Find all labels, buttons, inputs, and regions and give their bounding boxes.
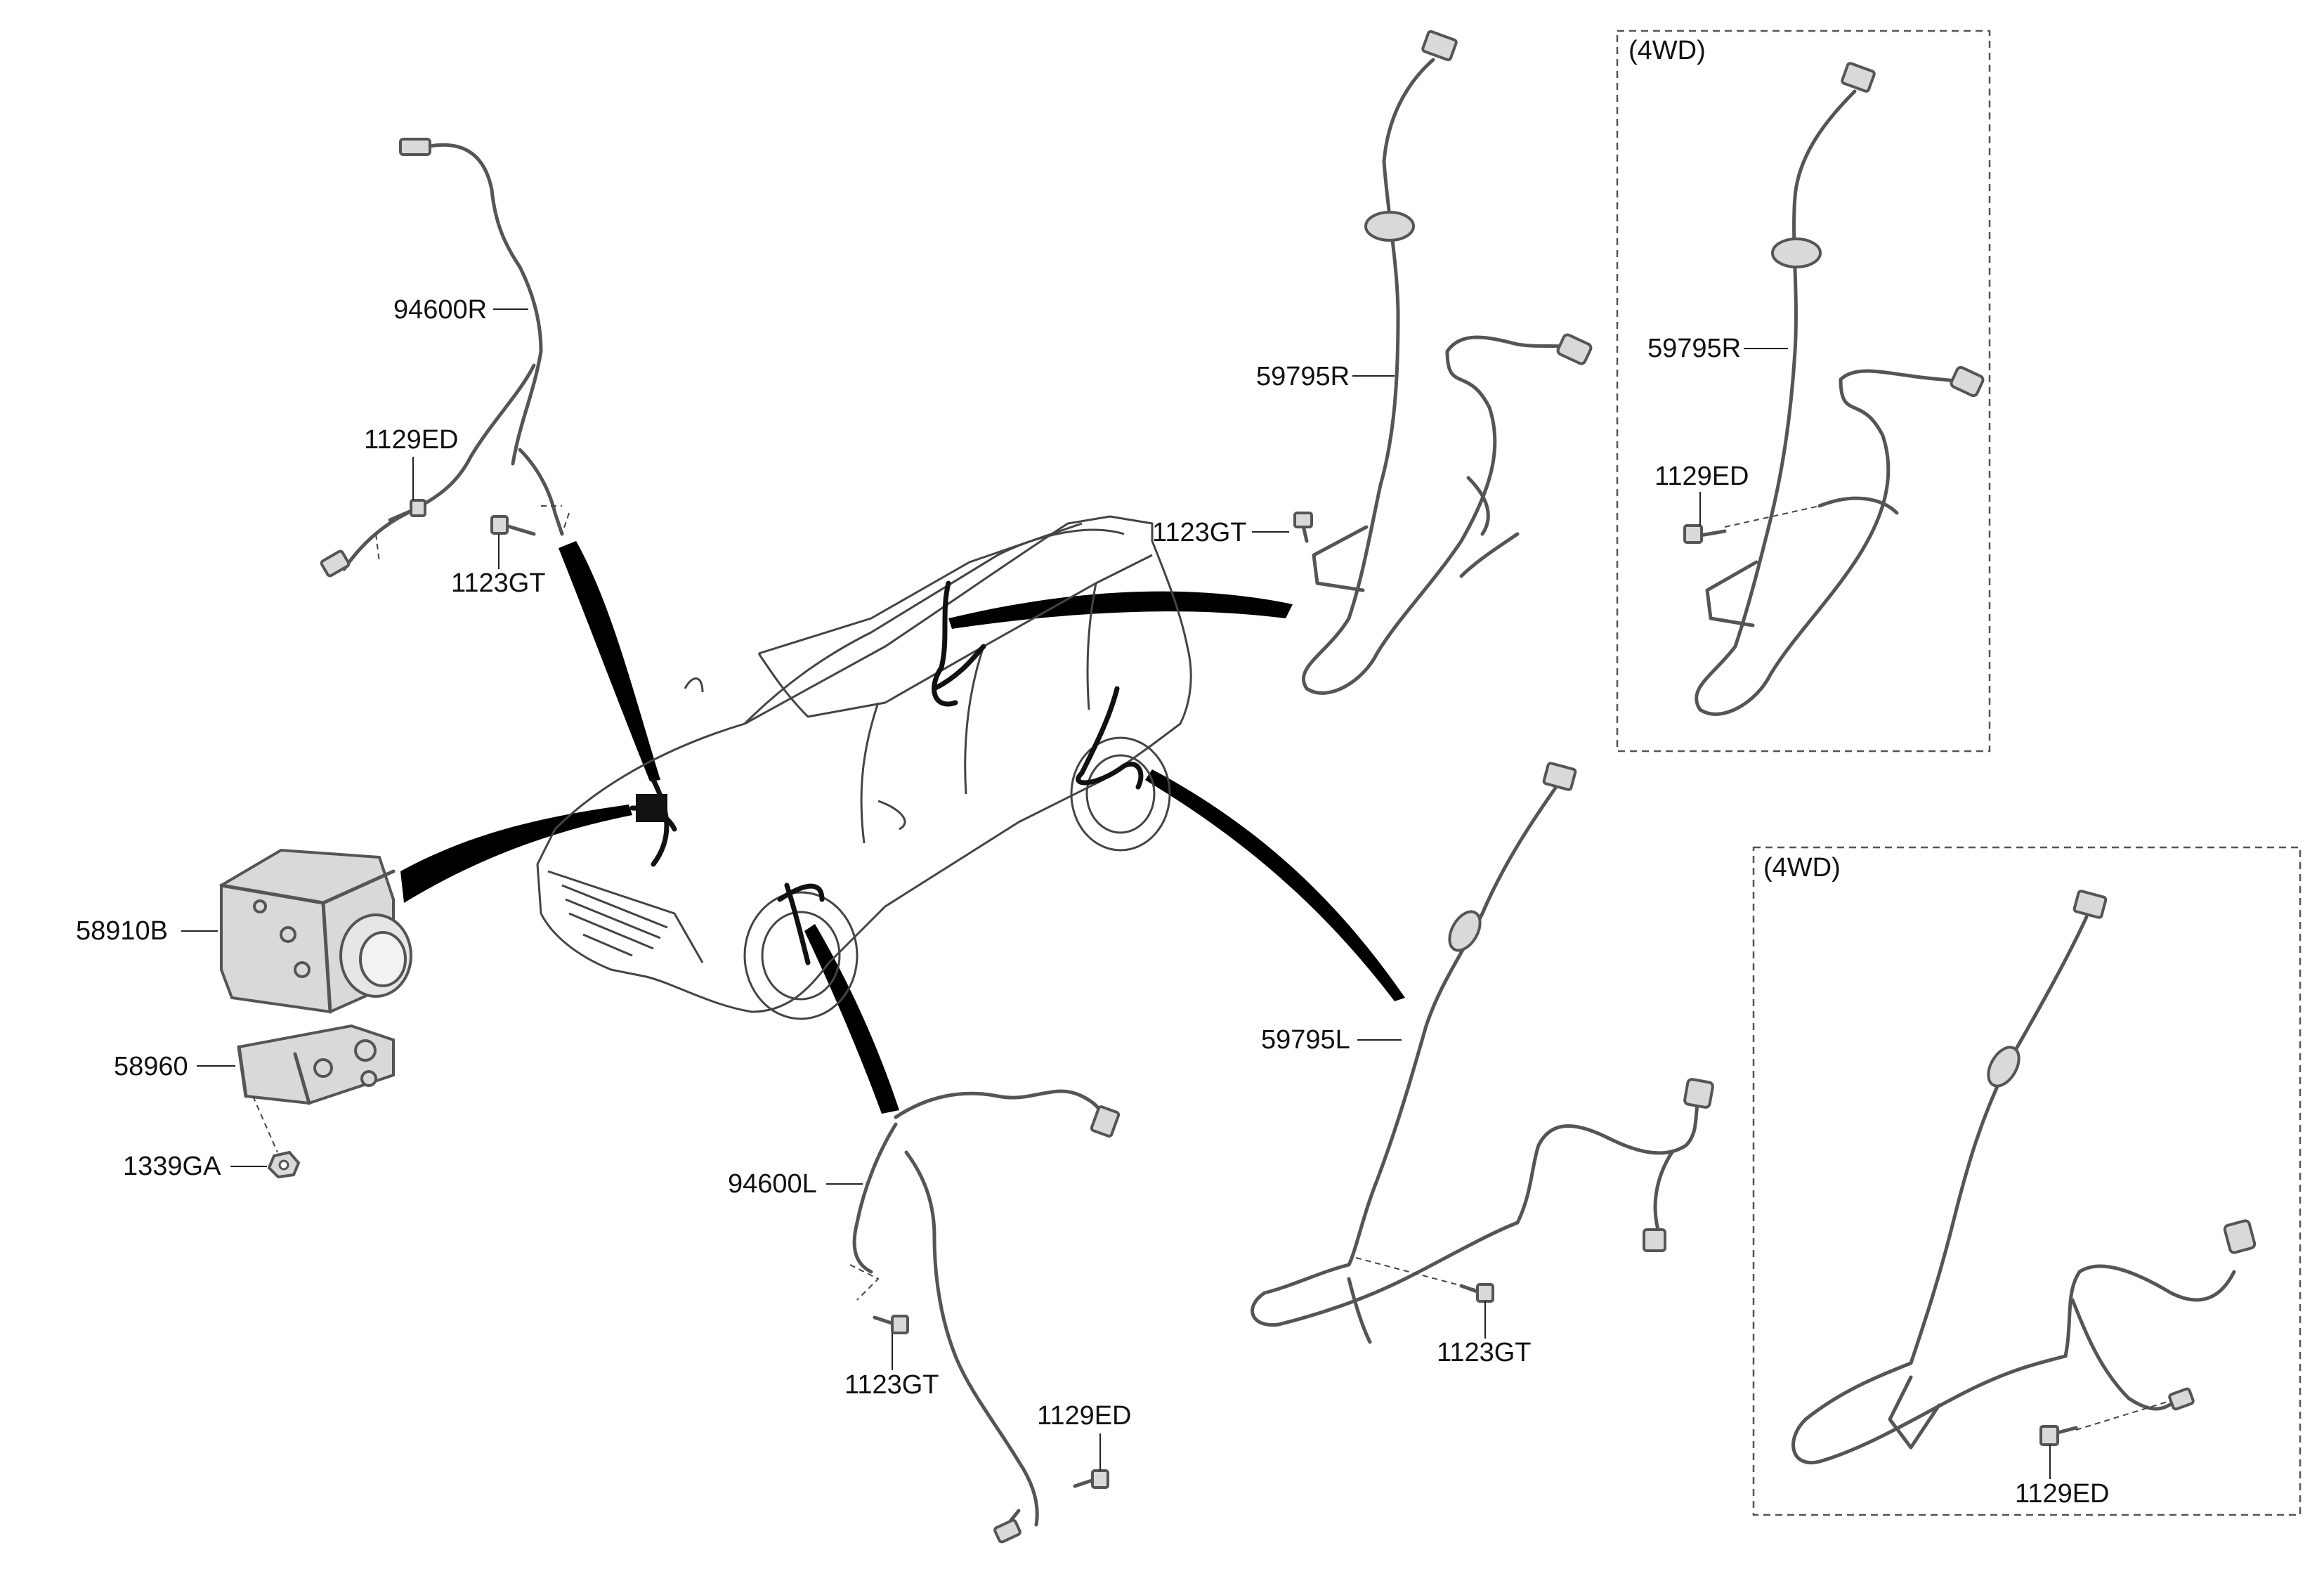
- part-59795L-assembly-a: [1251, 762, 1714, 1344]
- label-58910B: 58910B: [76, 916, 168, 946]
- callout-wedge-front-left: [804, 924, 899, 1114]
- label-1123GT-a: 1123GT: [451, 568, 545, 598]
- variant-box-4wd-bottom-title: (4WD): [1763, 853, 1841, 883]
- variant-box-4wd-top-title: (4WD): [1628, 36, 1706, 65]
- callout-wedge-rear-right: [559, 541, 660, 781]
- part-94600L-assembly: [849, 1089, 1121, 1544]
- part-1123GT-bolt-b: [1293, 512, 1313, 543]
- label-1129ED-c: 1129ED: [1037, 1401, 1132, 1431]
- part-1129ED-bolt-c: [1073, 1469, 1109, 1489]
- part-1129ED-bolt-d: [2039, 1425, 2078, 1446]
- part-58960-bracket: [237, 1024, 395, 1105]
- callout-wedge-front-right: [948, 591, 1293, 629]
- part-1123GT-bolt-d: [1459, 1283, 1494, 1303]
- vehicle-outline: [536, 515, 1192, 1020]
- part-59795R-assembly-b: [1695, 62, 1985, 716]
- callout-wedge-rear-left: [1145, 769, 1405, 1001]
- part-59795L-assembly-b: [1791, 890, 2257, 1464]
- part-58910B-abs-unit: [219, 848, 412, 1014]
- label-59795R-a: 59795R: [1256, 362, 1350, 391]
- part-1123GT-bolt-c: [873, 1315, 909, 1334]
- label-94600R: 94600R: [393, 295, 487, 325]
- callout-wedge-abs: [400, 805, 632, 903]
- label-1129ED-d: 1129ED: [2015, 1479, 2110, 1509]
- label-1123GT-d: 1123GT: [1437, 1338, 1531, 1367]
- label-1339GA: 1339GA: [123, 1152, 221, 1181]
- label-1129ED-a: 1129ED: [364, 425, 459, 455]
- part-1339GA-nut: [267, 1150, 301, 1179]
- label-59795L: 59795L: [1261, 1025, 1350, 1055]
- label-1129ED-b: 1129ED: [1654, 462, 1749, 491]
- part-1129ED-bolt-b: [1683, 524, 1727, 544]
- variant-box-4wd-bottom: [1752, 846, 2302, 1516]
- variant-box-4wd-top: [1616, 30, 1991, 753]
- label-1123GT-b: 1123GT: [1152, 518, 1246, 547]
- label-1123GT-c: 1123GT: [844, 1370, 939, 1400]
- label-94600L: 94600L: [728, 1169, 817, 1199]
- part-1129ED-bolt-a: [388, 499, 426, 522]
- part-1123GT-bolt-a: [490, 515, 536, 536]
- part-94600R-assembly: [320, 138, 570, 578]
- label-59795R-b: 59795R: [1647, 334, 1741, 363]
- callout-wedges: [400, 541, 1405, 1114]
- label-58960: 58960: [114, 1052, 188, 1081]
- part-59795R-assembly-a: [1301, 30, 1593, 695]
